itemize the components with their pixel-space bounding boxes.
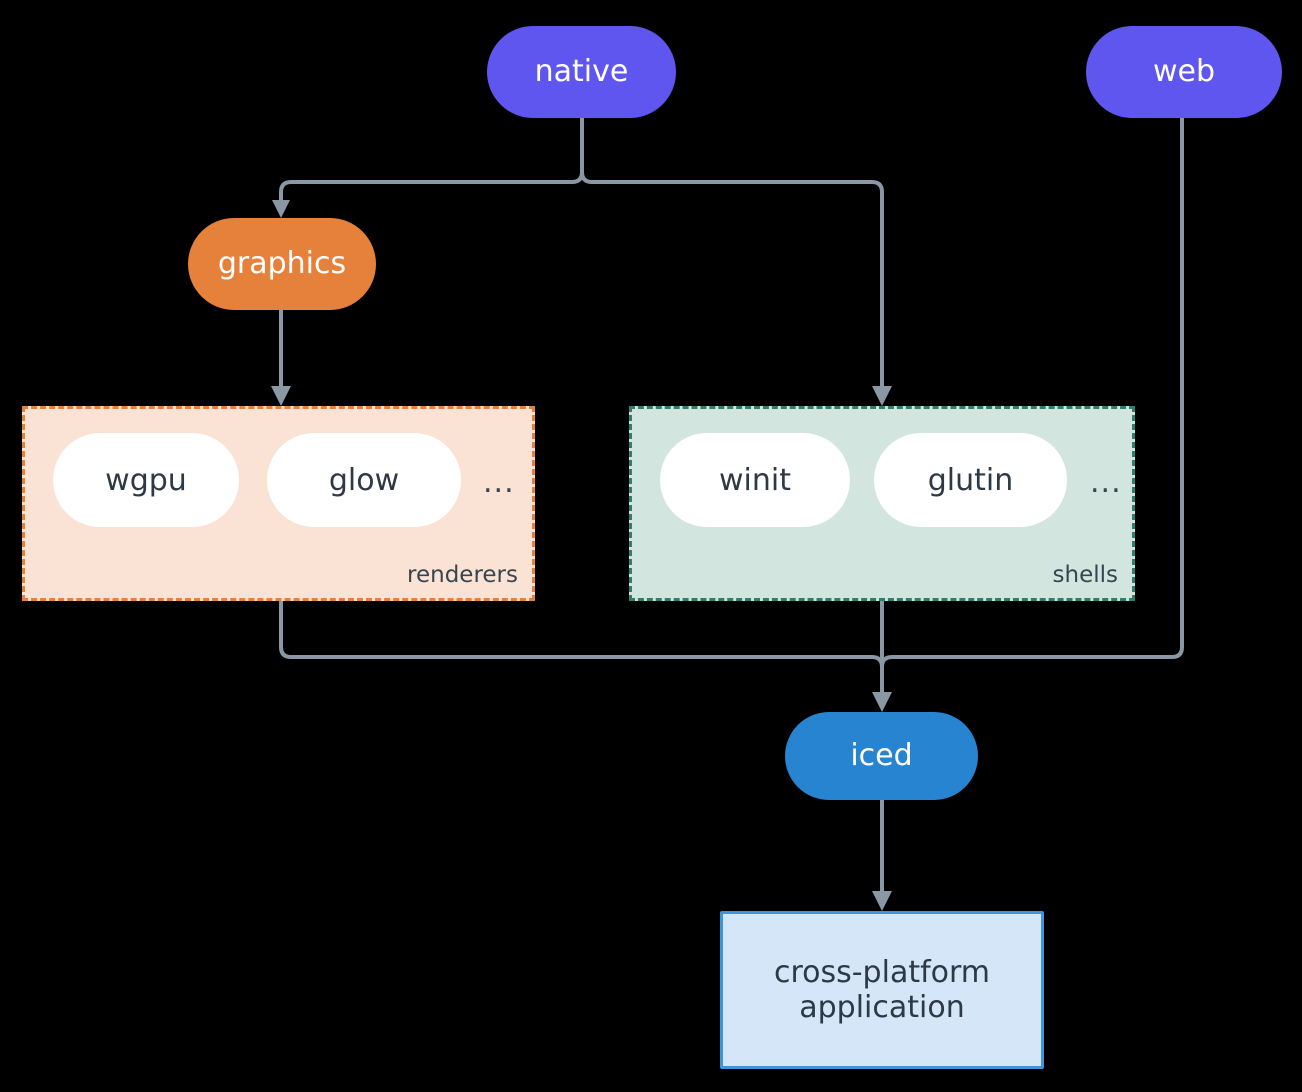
shells-overflow-ellipsis: ... bbox=[1090, 465, 1122, 500]
chip-glutin-label: glutin bbox=[927, 462, 1014, 498]
chip-glow[interactable]: glow bbox=[267, 433, 461, 527]
chip-glow-label: glow bbox=[328, 462, 400, 498]
group-shells-title: shells bbox=[1052, 562, 1118, 588]
node-iced-label: iced bbox=[850, 738, 913, 774]
arrowhead-native-graphics bbox=[272, 200, 290, 218]
chip-wgpu[interactable]: wgpu bbox=[53, 433, 239, 527]
arrowhead-into-iced bbox=[872, 692, 892, 712]
node-graphics-label: graphics bbox=[217, 246, 347, 282]
arrowhead-graphics-renderers bbox=[271, 386, 291, 406]
edge-native-to-shells bbox=[580, 118, 884, 392]
node-application-label: cross-platform application bbox=[773, 954, 991, 1025]
node-native[interactable]: native bbox=[487, 26, 676, 118]
node-native-label: native bbox=[534, 54, 629, 90]
chip-wgpu-label: wgpu bbox=[105, 462, 187, 498]
node-cross-platform-application[interactable]: cross-platform application bbox=[720, 911, 1044, 1069]
group-shells: winit glutin ... shells bbox=[629, 406, 1135, 601]
group-renderers: wgpu glow ... renderers bbox=[22, 406, 535, 601]
node-iced[interactable]: iced bbox=[785, 712, 978, 800]
edge-renderers-to-iced bbox=[279, 601, 884, 698]
group-renderers-title: renderers bbox=[407, 562, 518, 588]
node-graphics[interactable]: graphics bbox=[188, 218, 376, 310]
edge-native-to-graphics bbox=[279, 118, 584, 205]
chip-winit-label: winit bbox=[719, 462, 791, 498]
node-web-label: web bbox=[1152, 54, 1216, 90]
node-web[interactable]: web bbox=[1086, 26, 1282, 118]
chip-winit[interactable]: winit bbox=[660, 433, 850, 527]
arrowhead-iced-application bbox=[872, 891, 892, 911]
renderers-overflow-ellipsis: ... bbox=[483, 465, 515, 500]
arrowhead-native-shells bbox=[872, 386, 892, 406]
chip-glutin[interactable]: glutin bbox=[874, 433, 1067, 527]
